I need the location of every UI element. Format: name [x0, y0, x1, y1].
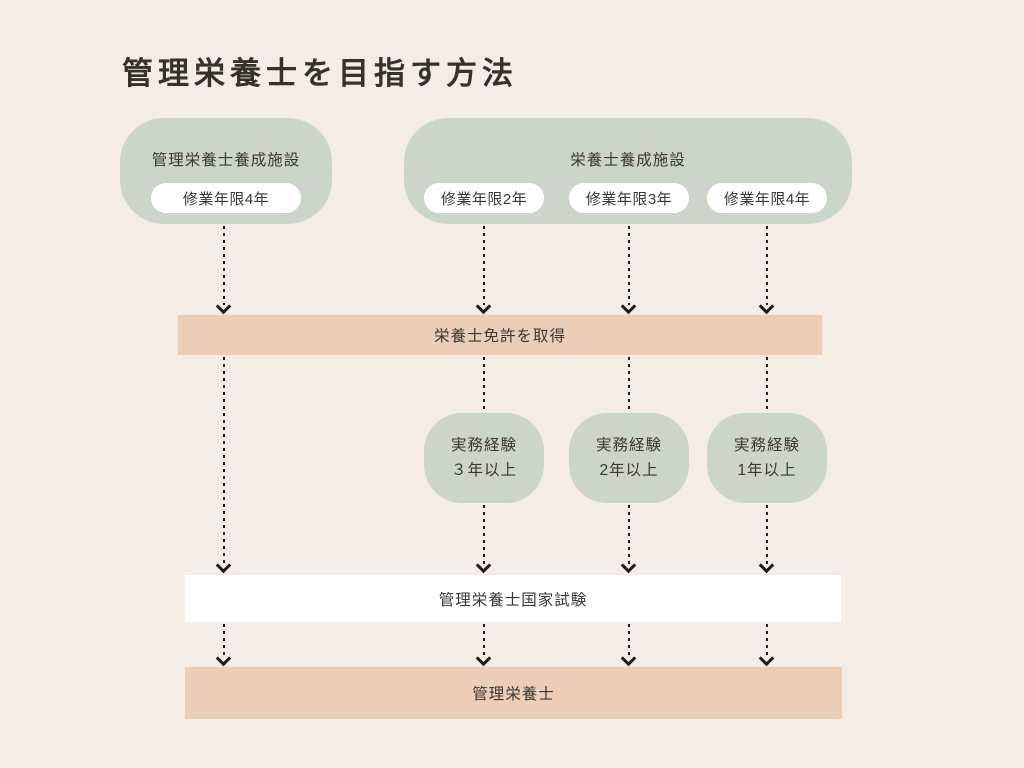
kanri-school-pill-4year: 修業年限4年: [151, 183, 301, 213]
flow-line: [623, 357, 635, 413]
flow-arrow: [620, 505, 637, 574]
arrowhead-down-icon: [620, 650, 637, 667]
arrowhead-down-icon: [475, 298, 492, 315]
result-bar: 管理栄養士: [185, 667, 842, 719]
flow-arrow: [215, 226, 232, 315]
arrowhead-down-icon: [758, 557, 775, 574]
kanri-school-box: 管理栄養士養成施設 修業年限4年: [120, 118, 332, 224]
arrowhead-down-icon: [215, 557, 232, 574]
experience-years: 2年以上: [599, 462, 659, 479]
flow-arrow: [215, 357, 232, 574]
page-title: 管理栄養士を目指す方法: [122, 56, 518, 91]
experience-years: ３年以上: [450, 462, 517, 479]
eiyoshi-school-box: 栄養士養成施設 修業年限2年 修業年限3年 修業年限4年: [404, 118, 852, 224]
flow-arrow: [758, 505, 775, 574]
exam-bar: 管理栄養士国家試験: [185, 575, 841, 622]
flow-line: [761, 357, 773, 413]
license-bar: 栄養士免許を取得: [178, 315, 822, 355]
experience-box-3year: 実務経験 ３年以上: [424, 413, 544, 503]
flow-arrow: [475, 505, 492, 574]
flow-arrow: [620, 226, 637, 315]
flow-arrow: [758, 226, 775, 315]
flow-arrow: [475, 226, 492, 315]
flow-line: [478, 357, 490, 413]
arrowhead-down-icon: [758, 298, 775, 315]
experience-box-2year: 実務経験 2年以上: [569, 413, 689, 503]
flow-arrow: [620, 624, 637, 667]
eiyoshi-school-pill-3year: 修業年限3年: [569, 183, 689, 213]
experience-label: 実務経験: [450, 437, 517, 454]
arrowhead-down-icon: [475, 557, 492, 574]
kanri-school-label: 管理栄養士養成施設: [151, 152, 301, 169]
eiyoshi-school-pill-2year: 修業年限2年: [424, 183, 544, 213]
experience-label: 実務経験: [595, 437, 662, 454]
arrowhead-down-icon: [475, 650, 492, 667]
eiyoshi-school-pill-4year: 修業年限4年: [707, 183, 827, 213]
flow-arrow: [758, 624, 775, 667]
arrowhead-down-icon: [215, 650, 232, 667]
experience-label: 実務経験: [733, 437, 800, 454]
arrowhead-down-icon: [758, 650, 775, 667]
arrowhead-down-icon: [215, 298, 232, 315]
experience-box-1year: 実務経験 1年以上: [707, 413, 827, 503]
eiyoshi-school-label: 栄養士養成施設: [570, 152, 686, 169]
arrowhead-down-icon: [620, 557, 637, 574]
flow-arrow: [215, 624, 232, 667]
arrowhead-down-icon: [620, 298, 637, 315]
flow-arrow: [475, 624, 492, 667]
experience-years: 1年以上: [737, 462, 797, 479]
